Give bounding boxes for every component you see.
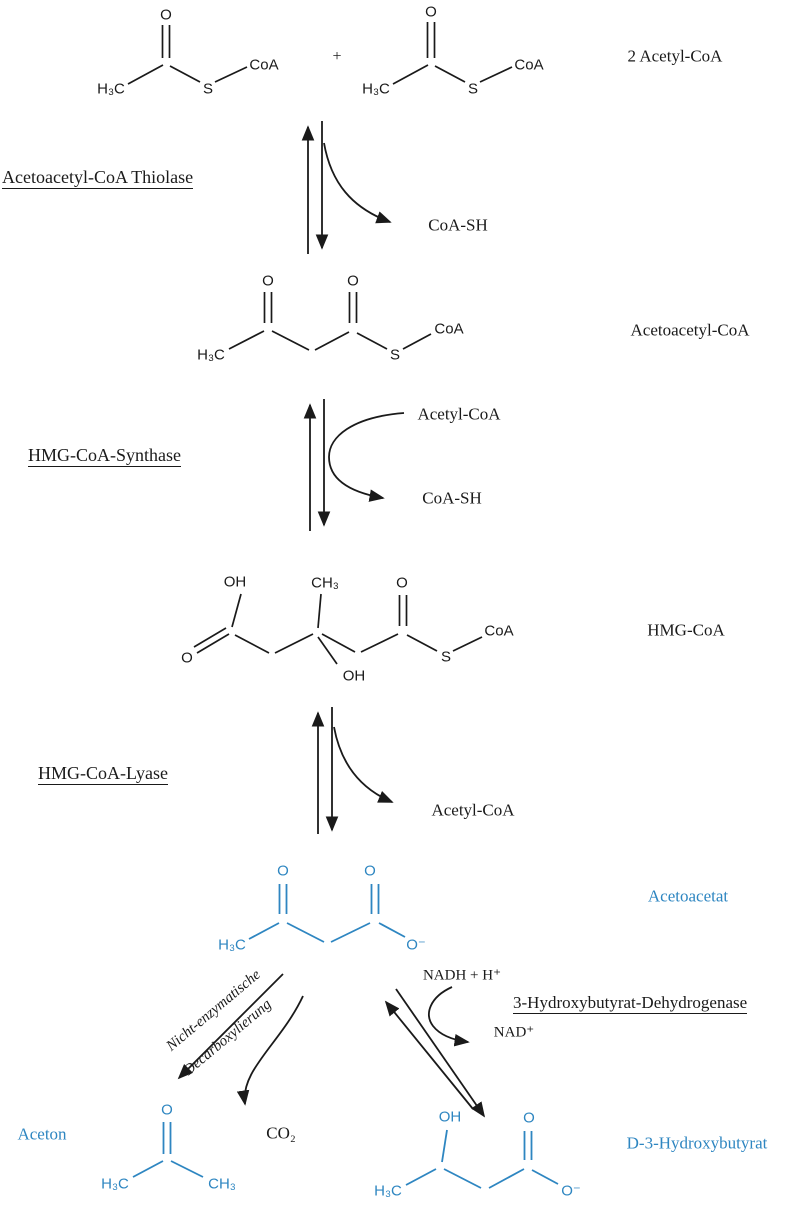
decarboxylation-arrows bbox=[177, 973, 304, 1106]
aceton-ch3-label: CH₃ bbox=[208, 1175, 236, 1193]
d3hb-o-minus-label: O⁻ bbox=[561, 1182, 581, 1200]
cofactor-coa-sh-1: CoA-SH bbox=[428, 215, 488, 235]
acetoacetat-o-minus-label: O⁻ bbox=[406, 936, 426, 954]
acetoacetylcoa-o2-label: O bbox=[347, 272, 359, 290]
synthase-reaction-arrows bbox=[303, 399, 405, 531]
d3-hydroxybutyrat-structure bbox=[405, 1129, 559, 1189]
compound-label-aceton: Aceton bbox=[17, 1124, 67, 1144]
enzyme-dehydrogenase: 3-Hydroxybutyrat-Dehydrogenase bbox=[513, 993, 748, 1014]
acetoacetat-structure bbox=[248, 884, 406, 943]
hmgcoa-ch3-label: CH₃ bbox=[311, 574, 339, 592]
acetoacetylcoa-s-label: S bbox=[389, 346, 401, 364]
cofactor-co2: CO₂ bbox=[266, 1123, 296, 1143]
acetoacetat-h3c-label: H₃C bbox=[218, 936, 246, 954]
acetoacetat-o1-label: O bbox=[277, 862, 289, 880]
compound-label-acetoacetyl-coa: Acetoacetyl-CoA bbox=[630, 320, 750, 340]
acetyl-coa-1-structure bbox=[127, 25, 248, 85]
enzyme-thiolase: Acetoacetyl-CoA Thiolase bbox=[2, 167, 194, 189]
d3hb-o-label: O bbox=[523, 1109, 535, 1127]
plus-sign: + bbox=[332, 48, 342, 65]
compound-label-d3-hydroxybutyrat: D-3-Hydroxybutyrat bbox=[626, 1133, 768, 1153]
hmgcoa-oh-bottom-label: OH bbox=[342, 667, 366, 685]
hmg-coa-structure bbox=[193, 593, 483, 665]
dehydrogenase-arrows bbox=[384, 986, 486, 1118]
acetoacetylcoa-coa-label: CoA bbox=[434, 320, 464, 338]
hmgcoa-coa-label: CoA bbox=[484, 622, 514, 640]
aceton-o-label: O bbox=[161, 1101, 173, 1119]
acetoacetat-o2-label: O bbox=[364, 862, 376, 880]
acetyl1-coa-label: CoA bbox=[249, 56, 279, 74]
acetyl2-coa-label: CoA bbox=[514, 56, 544, 74]
cofactor-coa-sh-2: CoA-SH bbox=[422, 488, 482, 508]
compound-label-acetoacetat: Acetoacetat bbox=[647, 886, 729, 906]
cofactor-acetyl-coa-out: Acetyl-CoA bbox=[431, 800, 515, 820]
lyase-reaction-arrows bbox=[311, 707, 394, 834]
hmgcoa-s-label: S bbox=[440, 648, 452, 666]
acetyl2-s-label: S bbox=[467, 80, 479, 98]
d3hb-oh-label: OH bbox=[438, 1108, 462, 1126]
aceton-h3c-label: H₃C bbox=[101, 1175, 129, 1193]
thiolase-reaction-arrows bbox=[301, 121, 392, 254]
compound-label-2-acetyl-coa: 2 Acetyl-CoA bbox=[627, 46, 723, 66]
cofactor-nad: NAD⁺ bbox=[493, 1024, 535, 1041]
acetyl2-h3c-label: H₃C bbox=[362, 80, 390, 98]
cofactor-acetyl-coa-in: Acetyl-CoA bbox=[417, 404, 501, 424]
acetyl-coa-2-structure bbox=[392, 22, 513, 85]
acetoacetylcoa-o1-label: O bbox=[262, 272, 274, 290]
enzyme-lyase: HMG-CoA-Lyase bbox=[38, 763, 168, 785]
acetyl1-h3c-label: H₃C bbox=[97, 80, 125, 98]
aceton-structure bbox=[132, 1122, 204, 1178]
acetyl1-s-label: S bbox=[202, 80, 214, 98]
compound-label-hmg-coa: HMG-CoA bbox=[647, 620, 725, 640]
acetyl1-o-label: O bbox=[160, 6, 172, 24]
enzyme-synthase: HMG-CoA-Synthase bbox=[28, 445, 181, 467]
acetoacetyl-coa-structure bbox=[228, 292, 432, 351]
d3hb-h3c-label: H₃C bbox=[374, 1182, 402, 1200]
hmgcoa-oh-top-label: OH bbox=[223, 573, 247, 591]
cofactor-nadh: NADH + H⁺ bbox=[422, 967, 502, 984]
acetyl2-o-label: O bbox=[425, 3, 437, 21]
acetoacetylcoa-h3c-label: H₃C bbox=[197, 346, 225, 364]
hmgcoa-o-left-label: O bbox=[181, 649, 193, 667]
hmgcoa-o-right-label: O bbox=[396, 574, 408, 592]
